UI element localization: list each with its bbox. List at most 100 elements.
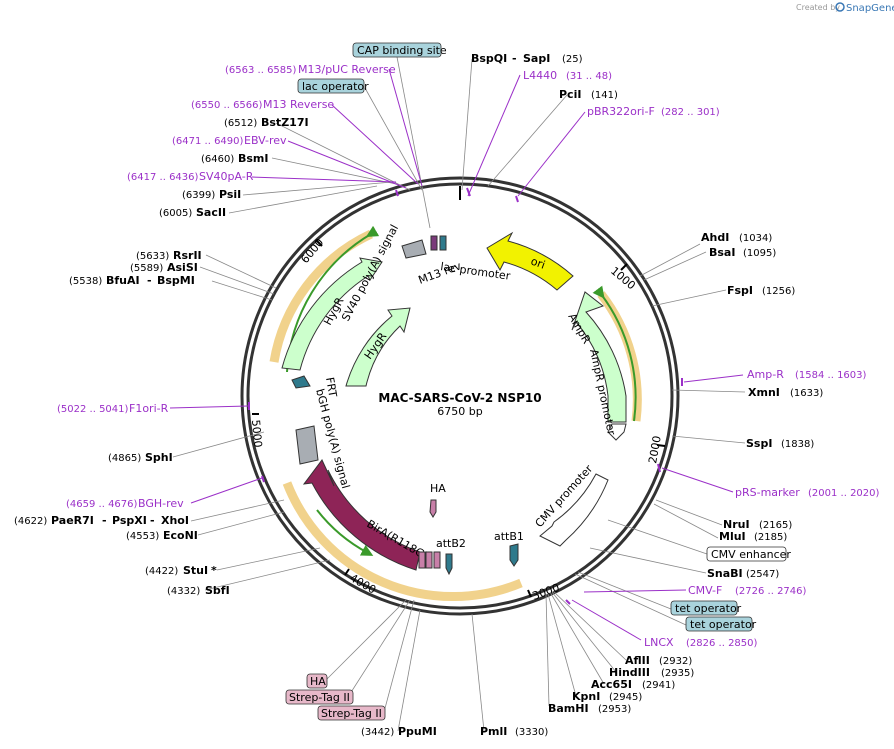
backbone-outer — [240, 176, 680, 616]
box-strep-tag-1-label: Strep-Tag II — [289, 691, 350, 704]
frt-label: FRT — [323, 376, 339, 398]
box-cmv-enhancer — [706, 546, 787, 562]
sv40-polya-feature — [401, 239, 427, 259]
orf-arc-bira — [282, 481, 523, 601]
enzyme-stui: StuI — [183, 564, 208, 577]
enzyme-bsmi-pos: (6460) — [201, 154, 234, 165]
enzyme-asisi-pos: (5589) — [130, 263, 163, 274]
primer-prs-marker: pRS-marker — [735, 486, 800, 499]
primer-cmv-f: CMV-F — [688, 584, 722, 597]
enzyme-aflii: AflII — [625, 654, 650, 667]
primer-lines — [169, 68, 744, 641]
primer-bgh-rev-range: (4659 .. 4676) — [66, 499, 138, 510]
primer-l4440: L4440 — [523, 69, 557, 82]
orf-arc-hygr — [269, 229, 373, 363]
primer-bgh-rev: BGH-rev — [138, 497, 184, 510]
enzyme-acc65i: Acc65I — [591, 678, 632, 691]
enzyme-bsai: BsaI — [709, 246, 735, 259]
frt-feature — [291, 375, 311, 389]
box-lac-operator — [297, 78, 365, 94]
enzyme-sacii-pos: (6005) — [159, 208, 192, 219]
enzyme-fspi: FspI — [727, 284, 753, 297]
box-tet-operator-1-label: tet operator — [675, 602, 742, 615]
enzyme-kpni: KpnI — [572, 690, 600, 703]
box-lac-operator-label: lac operator — [302, 80, 369, 93]
enzyme-dash-2: - — [102, 514, 107, 527]
box-ha-label: HA — [310, 675, 326, 688]
bgh-polya-feature — [295, 425, 319, 465]
primer-amp-r-range: (1584 .. 1603) — [795, 370, 867, 381]
enzyme-bamhi: BamHI — [548, 702, 589, 715]
tick-marks — [252, 239, 666, 598]
enzyme-bspmi: BspMI — [157, 274, 195, 287]
enzyme-aflii-pos: (2932) — [659, 656, 692, 667]
enzyme-bspqi-pos: (25) — [562, 54, 583, 65]
enzyme-xmni-pos: (1633) — [790, 388, 823, 399]
primer-pbr322ori-f: pBR322ori-F — [587, 105, 655, 118]
hygr-inner-feature — [345, 307, 411, 387]
bira-tag-3 — [433, 551, 441, 569]
enzyme-asisi: AsiSI — [167, 261, 198, 274]
m13rev-feature — [430, 235, 438, 251]
enzyme-psii-pos: (6399) — [182, 190, 215, 201]
primer-amp-r: Amp-R — [747, 368, 784, 381]
ori-feature — [486, 231, 574, 291]
hygr-feature — [281, 257, 383, 371]
ampr-promoter-feature — [607, 423, 627, 441]
tick-2000: 2000 — [646, 435, 664, 465]
enzyme-rsrii: RsrII — [173, 249, 202, 262]
primer-m13-reverse: M13 Reverse — [263, 98, 334, 111]
primer-m13-puc-reverse-range: (6563 .. 6585) — [225, 65, 297, 76]
enzyme-bstz17i: BstZ17I — [261, 116, 309, 129]
backbone-inner — [246, 182, 674, 610]
attb2-label: attB2 — [436, 537, 466, 550]
ha-label: HA — [430, 482, 446, 495]
enzyme-bfuai: BfuAI — [106, 274, 140, 287]
box-cmv-enhancer-label: CMV enhancer — [711, 548, 791, 561]
enzyme-snabi-pos: (2547) — [746, 569, 779, 580]
enzyme-paer7i: PaeR7I — [51, 514, 94, 527]
primer-ebv-rev-range: (6471 .. 6490) — [172, 136, 244, 147]
enzyme-rsrii-pos: (5633) — [136, 251, 169, 262]
enzyme-ppumi-pos: (3442) — [361, 727, 394, 738]
enzyme-bspqi: BspQI — [471, 52, 507, 65]
primer-prs-marker-range: (2001 .. 2020) — [808, 488, 880, 499]
enzyme-sphi: SphI — [145, 451, 173, 464]
enzyme-econi: EcoNI — [163, 529, 198, 542]
enzyme-pmli-pos: (3330) — [515, 727, 548, 738]
box-cap-binding-site — [352, 42, 442, 58]
attb1-feature — [509, 543, 519, 567]
enzyme-sphi-pos: (4865) — [108, 453, 141, 464]
bira-feature — [302, 459, 421, 571]
enzyme-sacii: SacII — [196, 206, 226, 219]
enzyme-mlui: MluI — [719, 530, 746, 543]
enzyme-nrui: NruI — [723, 518, 750, 531]
enzyme-fspi-pos: (1256) — [762, 286, 795, 297]
snapgene-logo-icon — [835, 2, 845, 12]
box-cap-binding-site-label: CAP binding site — [357, 44, 447, 57]
snapgene-logo: SnapGene — [846, 3, 894, 14]
primer-cmv-f-range: (2726 .. 2746) — [735, 586, 807, 597]
credit-text: Created by — [796, 3, 840, 12]
orf-arrow-bira — [316, 509, 374, 556]
orf-arrow-ampr — [592, 285, 637, 422]
enzyme-sspi: SspI — [746, 437, 772, 450]
enzyme-kpni-pos: (2945) — [609, 692, 642, 703]
enzyme-stui-pos: (4422) — [145, 566, 178, 577]
enzyme-nrui-pos: (2165) — [759, 520, 792, 531]
bira-tag-2 — [425, 551, 433, 569]
primer-f1ori-r-range: (5022 .. 5041) — [57, 404, 129, 415]
enzyme-ppumi: PpuMI — [398, 725, 437, 738]
box-tet-operator-2 — [685, 616, 753, 632]
enzyme-sapi: SapI — [523, 52, 550, 65]
primer-l4440-range: (31 .. 48) — [566, 71, 612, 82]
box-strep-tag-2 — [317, 705, 386, 721]
primer-lncx-range: (2826 .. 2850) — [686, 638, 758, 649]
box-strep-tag-1 — [285, 689, 354, 705]
primer-ebv-rev: EBV-rev — [244, 134, 287, 147]
ori-label: ori — [529, 255, 547, 272]
enzyme-pspxi: PspXI — [112, 514, 147, 527]
attb1-label: attB1 — [494, 530, 524, 543]
enzyme-pcii: PciI — [559, 88, 581, 101]
enzyme-hindiii: HindIII — [609, 666, 650, 679]
